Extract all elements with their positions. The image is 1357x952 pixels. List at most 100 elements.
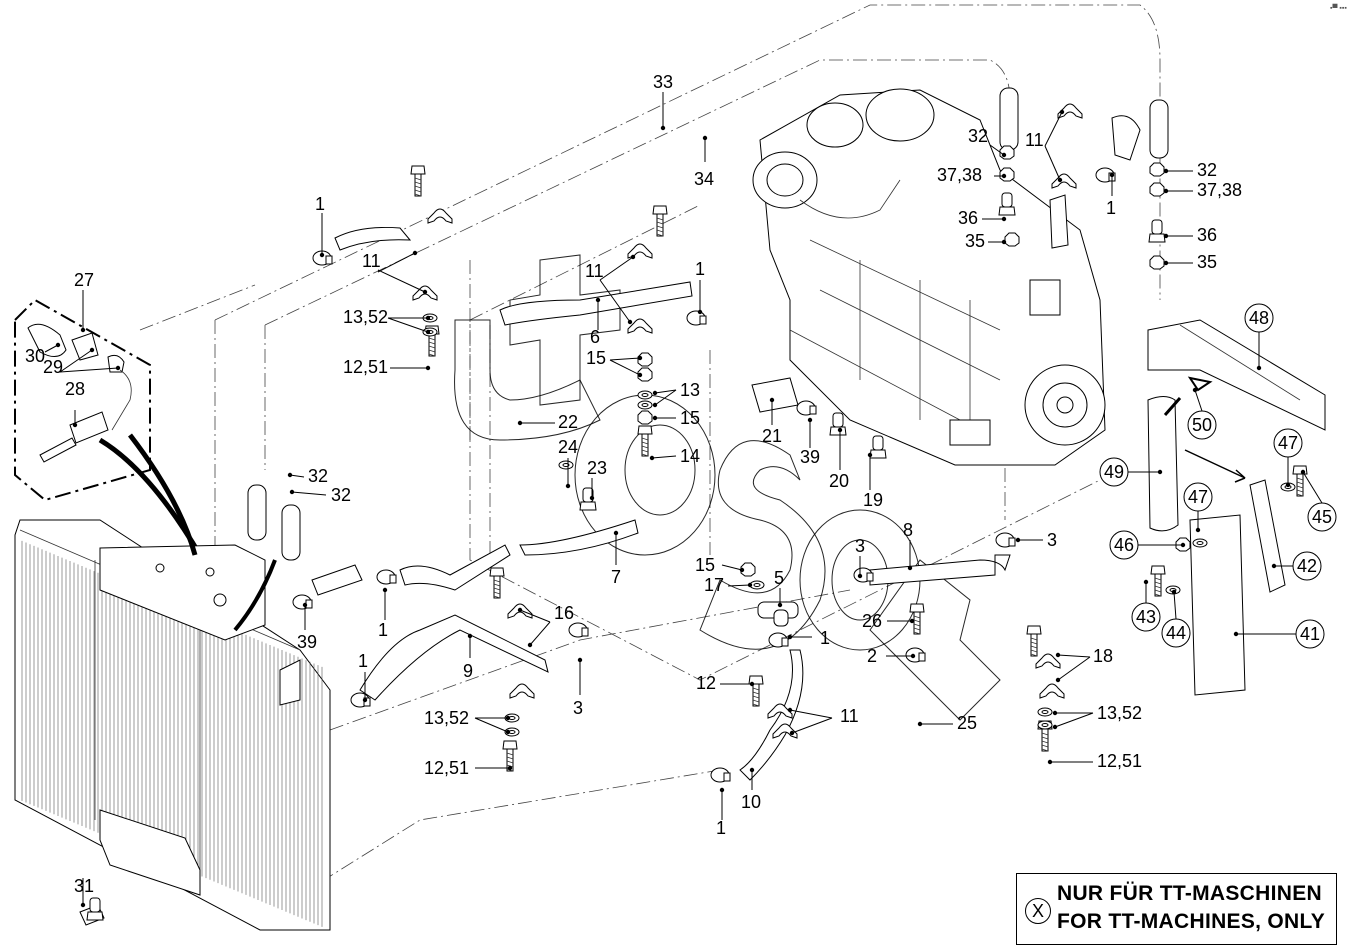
callout-13-52: 13,52	[343, 307, 388, 327]
clip-part	[509, 683, 535, 699]
svg-text:43: 43	[1136, 607, 1156, 627]
bracket-assembly	[1147, 319, 1326, 696]
leader-line	[377, 252, 416, 273]
bolt-part	[909, 603, 925, 635]
nut-part	[637, 352, 653, 367]
callout-7: 7	[611, 567, 621, 587]
leader-dot	[769, 397, 775, 403]
leader-dot	[787, 707, 793, 713]
leader-line	[609, 359, 641, 376]
clamp-part	[376, 569, 397, 585]
leader-dot	[412, 250, 418, 256]
clip-part	[1051, 173, 1077, 189]
callout-21: 21	[762, 426, 782, 446]
leader-dot	[467, 633, 473, 639]
leader-dot	[613, 530, 619, 536]
leader-dot	[787, 634, 793, 640]
leader-dot	[1195, 527, 1201, 533]
leader-dot	[660, 125, 666, 131]
corner-mark: ▪▀ ▪▪▪	[1330, 5, 1347, 12]
bolt-part	[748, 675, 764, 707]
leader-dot	[517, 420, 523, 426]
leader-dot	[1109, 172, 1115, 178]
nut-part	[1149, 255, 1165, 270]
callout-11: 11	[1025, 130, 1044, 150]
bolt-part	[410, 165, 426, 197]
callout-12-51: 12,51	[343, 357, 388, 377]
callout-35: 35	[965, 231, 985, 251]
hoses	[247, 87, 1179, 781]
callout-26: 26	[862, 611, 882, 631]
clamp-part	[768, 632, 789, 648]
callout-35: 35	[1197, 252, 1217, 272]
callout-1: 1	[315, 194, 325, 214]
leader-dot	[1059, 109, 1065, 115]
washer-part	[637, 400, 653, 410]
callout-27: 27	[74, 270, 94, 290]
callout-32: 32	[308, 466, 328, 486]
clip-part	[1035, 653, 1061, 669]
circled-callout-47: 47	[1183, 482, 1213, 512]
svg-text:50: 50	[1192, 415, 1212, 435]
leader-line	[1044, 111, 1063, 147]
leader-dot	[807, 417, 813, 423]
leader-dot	[55, 342, 61, 348]
leader-dot	[80, 327, 86, 333]
leader-line	[1057, 656, 1091, 681]
callout-9: 9	[463, 661, 473, 681]
callout-6: 6	[590, 327, 600, 347]
leader-dot	[652, 390, 658, 396]
leader-dot	[577, 657, 583, 663]
leader-dot	[917, 721, 923, 727]
circle-x-icon: X	[1025, 898, 1051, 924]
leader-dot	[1055, 677, 1061, 683]
leader-dot	[1180, 542, 1186, 548]
washer-part	[637, 390, 653, 400]
callout-13: 13	[680, 380, 700, 400]
leader-line	[651, 455, 677, 459]
clip-part	[627, 318, 653, 334]
washer-part	[749, 580, 765, 590]
leader-line	[289, 474, 305, 478]
callout-8: 8	[903, 520, 913, 540]
leader-dot	[857, 573, 863, 579]
circled-callout-41: 41	[1295, 619, 1325, 649]
svg-text:48: 48	[1249, 308, 1269, 328]
leader-line	[609, 357, 641, 361]
clamp-part	[312, 250, 333, 266]
leader-dot	[652, 415, 658, 421]
note-line-english: FOR TT-MACHINES, ONLY	[1057, 910, 1326, 933]
leader-line	[599, 256, 634, 281]
leader-line	[791, 717, 833, 734]
fitting-part	[86, 897, 104, 921]
leader-dot	[302, 602, 308, 608]
callout-11: 11	[362, 251, 381, 271]
leader-dot	[630, 254, 636, 260]
leader-dot	[507, 765, 513, 771]
callout-20: 20	[829, 471, 849, 491]
clip-part	[1039, 683, 1065, 699]
leader-dot	[589, 495, 595, 501]
sensor-inset	[14, 298, 203, 557]
leader-dot	[425, 329, 431, 335]
leader-dot	[289, 489, 295, 495]
leader-dot	[425, 365, 431, 371]
leader-dot	[505, 715, 511, 721]
leader-dot	[1015, 537, 1021, 543]
clip-part	[627, 243, 653, 259]
callout-13-52: 13,52	[424, 708, 469, 728]
nut-part	[1004, 232, 1020, 247]
leader-dot	[1157, 469, 1163, 475]
callout-1: 1	[716, 818, 726, 838]
svg-text:42: 42	[1297, 556, 1317, 576]
circled-callout-50: 50	[1187, 410, 1217, 440]
leader-dot	[1256, 365, 1262, 371]
leader-line	[291, 491, 327, 496]
bolt-part	[1150, 565, 1166, 597]
clip-part	[427, 208, 453, 224]
circled-callout-49: 49	[1099, 457, 1129, 487]
fitting-part	[1148, 219, 1166, 243]
leader-dot	[505, 729, 511, 735]
svg-text:46: 46	[1114, 535, 1134, 555]
leader-line	[727, 584, 751, 587]
